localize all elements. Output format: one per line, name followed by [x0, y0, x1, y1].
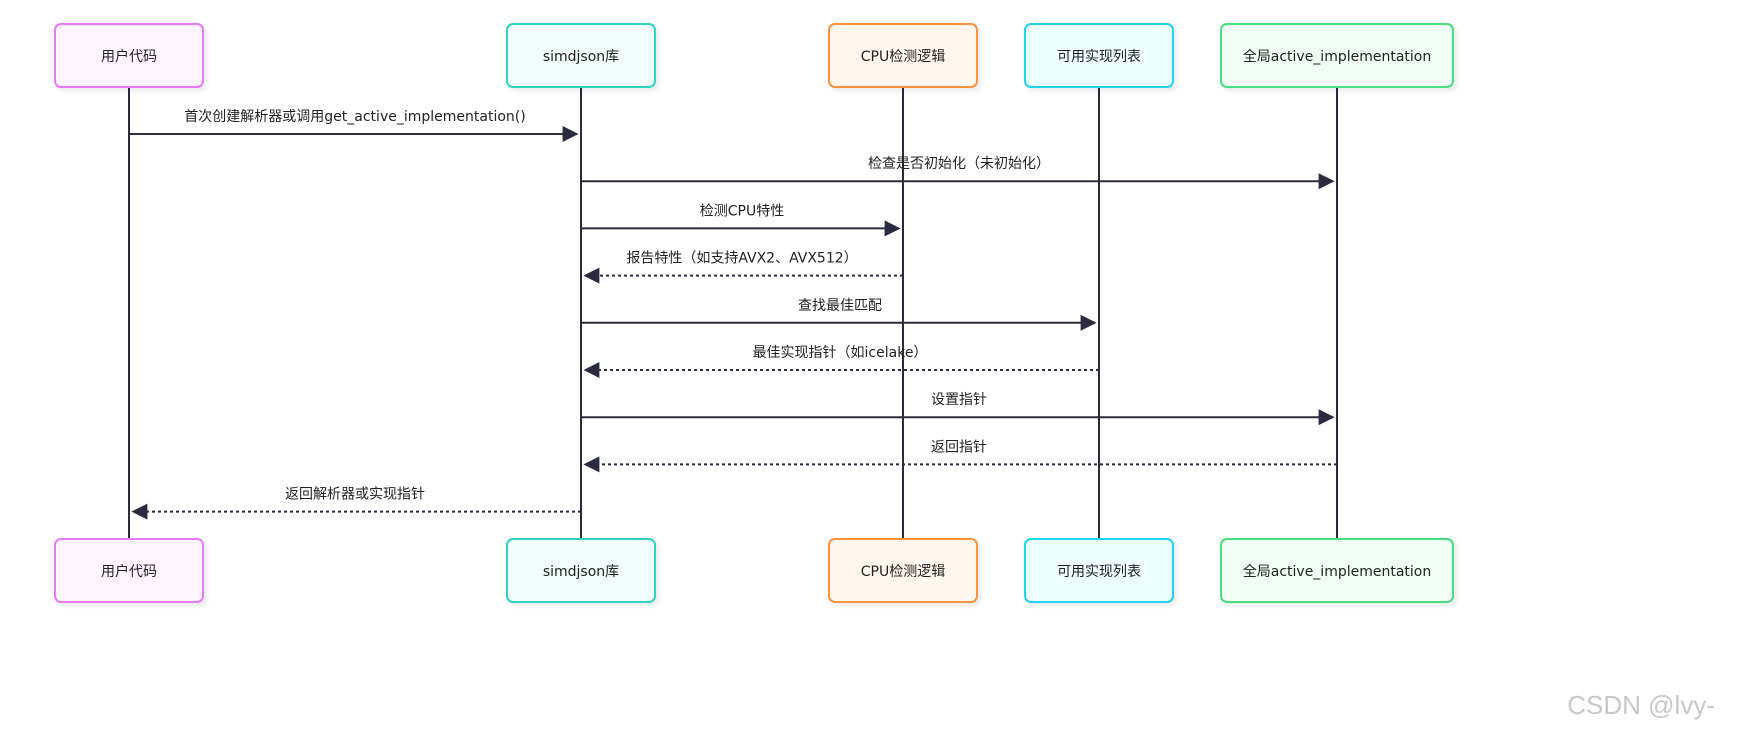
message: 检测CPU特性	[581, 203, 901, 237]
message: 设置指针	[581, 392, 1335, 426]
message-label: 返回解析器或实现指针	[285, 487, 425, 503]
participant-label: 可用实现列表	[1057, 49, 1141, 65]
participant-box-top: simdjson库	[506, 23, 656, 88]
participant-box-top: 用户代码	[54, 23, 204, 88]
message-label: 报告特性（如支持AVX2、AVX512）	[626, 251, 857, 267]
message: 检查是否初始化（未初始化）	[581, 155, 1335, 190]
participant-box-bottom: 可用实现列表	[1024, 538, 1174, 603]
message-label: 返回指针	[931, 439, 987, 455]
participant-box-bottom: 全局active_implementation	[1220, 538, 1454, 603]
message-label: 查找最佳匹配	[798, 298, 882, 314]
message: 报告特性（如支持AVX2、AVX512）	[583, 251, 903, 284]
message-label: 首次创建解析器或调用get_active_implementation()	[184, 109, 525, 125]
participant-label: 可用实现列表	[1057, 564, 1141, 580]
message: 返回指针	[583, 439, 1337, 473]
participant-label: 用户代码	[101, 563, 157, 580]
participant-label: simdjson库	[543, 564, 619, 580]
message: 返回解析器或实现指针	[131, 487, 581, 520]
participant-box-top: 可用实现列表	[1024, 23, 1174, 88]
participant-box-bottom: simdjson库	[506, 538, 656, 603]
participant-box-bottom: 用户代码	[54, 538, 204, 603]
message: 查找最佳匹配	[581, 298, 1097, 331]
message-label: 最佳实现指针（如icelake）	[753, 345, 928, 361]
message-label: 设置指针	[931, 392, 987, 408]
participant-box-top: CPU检测逻辑	[828, 23, 978, 88]
participant-label: 用户代码	[101, 48, 157, 65]
participant-label: CPU检测逻辑	[861, 49, 945, 65]
message: 最佳实现指针（如icelake）	[583, 345, 1099, 378]
message-label: 检测CPU特性	[700, 203, 784, 219]
watermark: CSDN @lvy-	[1567, 690, 1715, 720]
participant-label: CPU检测逻辑	[861, 564, 945, 580]
participant-label: 全局active_implementation	[1243, 48, 1431, 65]
participant-box-top: 全局active_implementation	[1220, 23, 1454, 88]
message: 首次创建解析器或调用get_active_implementation()	[129, 109, 579, 142]
participant-label: simdjson库	[543, 49, 619, 65]
message-label: 检查是否初始化（未初始化）	[868, 155, 1050, 172]
participant-box-bottom: CPU检测逻辑	[828, 538, 978, 603]
participant-label: 全局active_implementation	[1243, 563, 1431, 580]
